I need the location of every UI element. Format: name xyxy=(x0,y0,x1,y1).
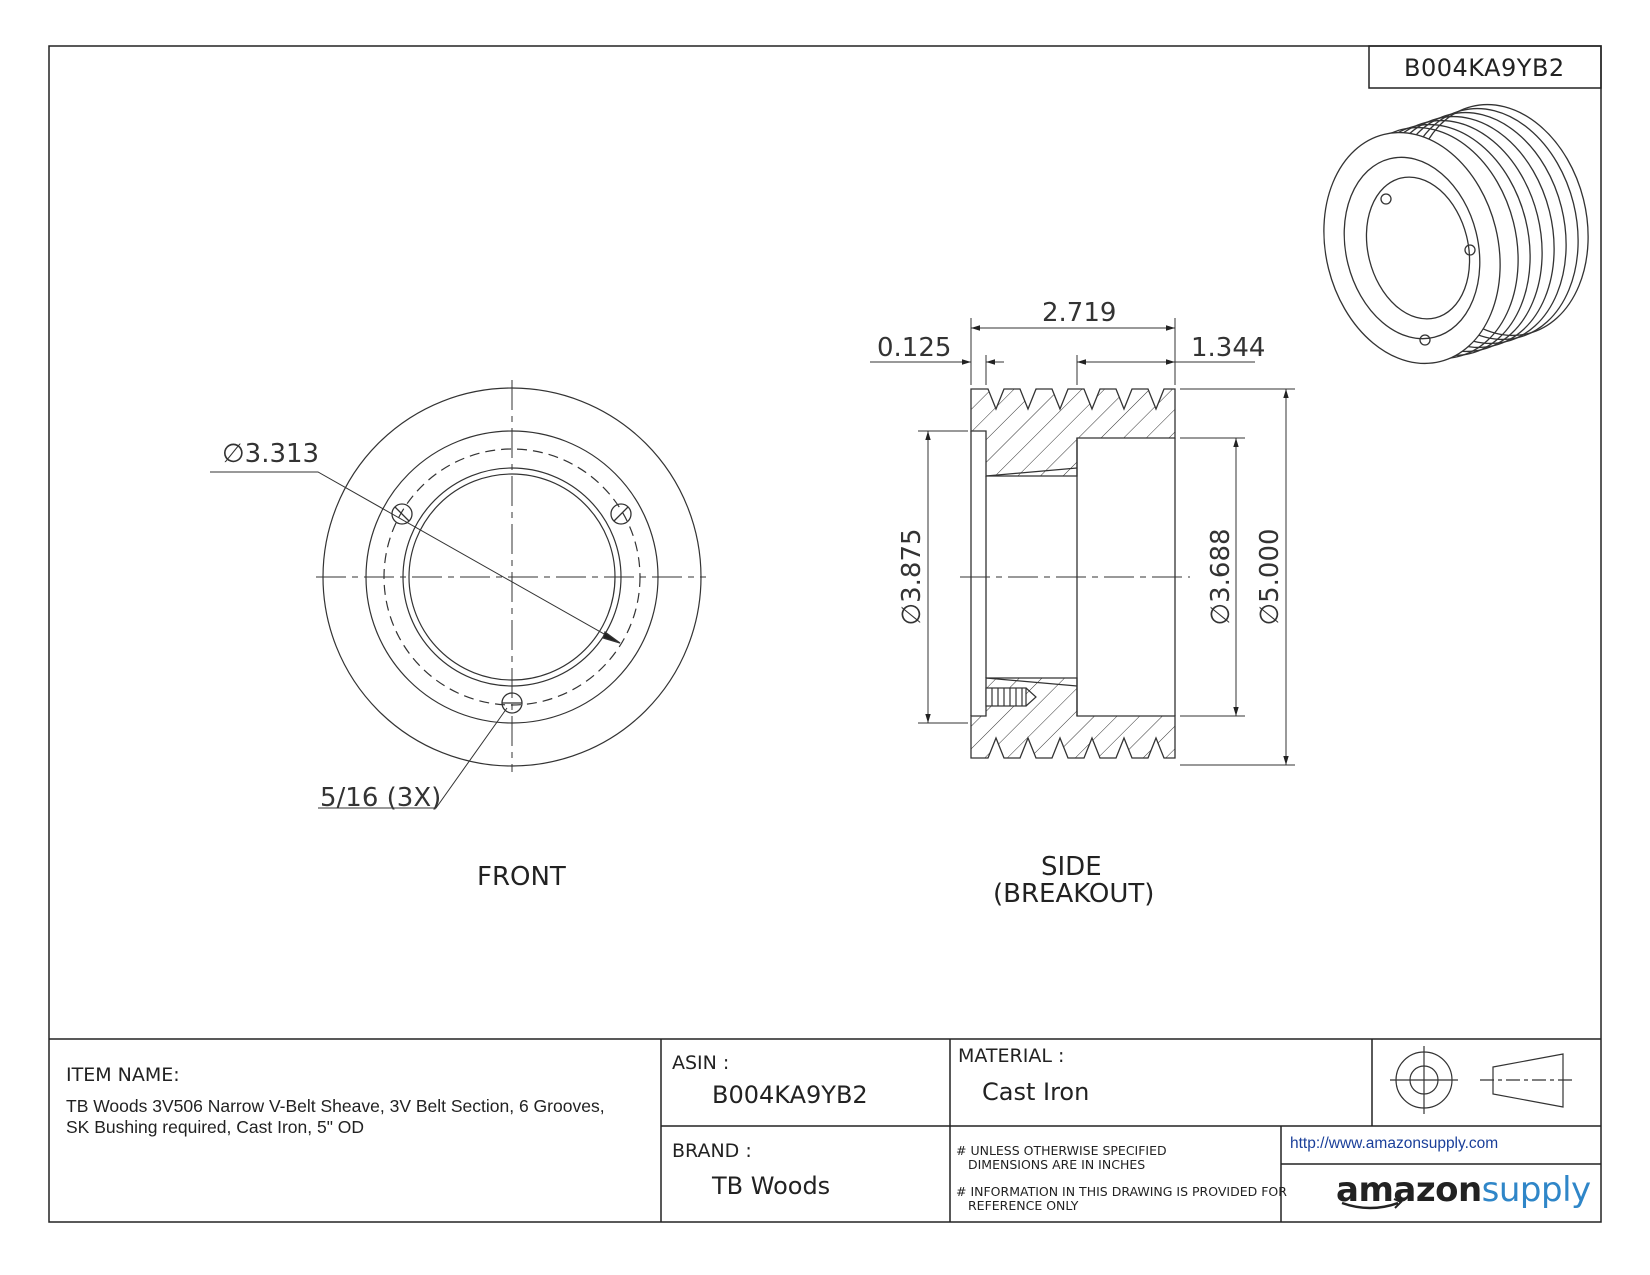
flange-step-dimension: 0.125 xyxy=(877,333,952,363)
overall-width-dimension: 2.719 xyxy=(1042,298,1117,328)
hub-length-dimension: 1.344 xyxy=(1191,333,1266,363)
material-label: MATERIAL : xyxy=(958,1045,1065,1067)
bolt-hole xyxy=(501,692,523,714)
bore-right-dimension: ∅3.688 xyxy=(1206,528,1236,625)
isometric-view xyxy=(1323,103,1589,365)
drawing-border xyxy=(48,45,1602,1223)
dimension-value: 3.688 xyxy=(1206,528,1236,603)
bore-left-dimension: ∅3.875 xyxy=(897,528,927,625)
diameter-symbol: ∅ xyxy=(1255,602,1285,626)
dimension-value: 3.313 xyxy=(244,439,320,469)
bolt-hole xyxy=(610,503,632,525)
diameter-symbol: ∅ xyxy=(897,602,927,626)
dimension-lines xyxy=(870,318,1295,766)
side-view xyxy=(960,388,1190,759)
hole-callout: 5/16 (3X) xyxy=(320,783,442,813)
section-top xyxy=(970,388,1176,477)
front-view xyxy=(210,380,706,809)
projection-symbol xyxy=(1390,1046,1576,1114)
logo-amazon: amazon xyxy=(1336,1170,1482,1210)
reference-note-line1: # INFORMATION IN THIS DRAWING IS PROVIDE… xyxy=(956,1184,1287,1199)
asin-label: ASIN : xyxy=(672,1052,730,1074)
side-view-sublabel: (BREAKOUT) xyxy=(993,879,1155,909)
item-name-label: ITEM NAME: xyxy=(66,1064,180,1086)
smile-icon xyxy=(1341,1201,1399,1210)
dimension-value: 3.875 xyxy=(897,528,927,603)
item-name: TB Woods 3V506 Narrow V-Belt Sheave, 3V … xyxy=(66,1096,605,1137)
amazonsupply-logo: amazonsupply xyxy=(1336,1170,1591,1210)
asin-value: B004KA9YB2 xyxy=(712,1081,868,1109)
part-number: B004KA9YB2 xyxy=(1404,54,1565,82)
bolt-circle-dimension: ∅3.313 xyxy=(222,439,319,469)
reference-note-line2: REFERENCE ONLY xyxy=(968,1198,1079,1213)
bolt-hole xyxy=(391,503,413,525)
set-screw xyxy=(985,687,1037,707)
outside-diameter-dimension: ∅5.000 xyxy=(1255,528,1285,625)
logo-supply: supply xyxy=(1481,1170,1592,1210)
units-note-line1: # UNLESS OTHERWISE SPECIFIED xyxy=(956,1143,1167,1158)
side-view-label: SIDE xyxy=(1041,852,1102,882)
website-link[interactable]: http://www.amazonsupply.com xyxy=(1290,1135,1499,1152)
diameter-symbol: ∅ xyxy=(1206,602,1236,626)
brand-value: TB Woods xyxy=(712,1172,831,1200)
front-view-label: FRONT xyxy=(477,862,566,892)
material-value: Cast Iron xyxy=(982,1078,1090,1106)
dimension-value: 5.000 xyxy=(1255,528,1285,603)
part-number-box xyxy=(1368,45,1602,89)
brand-label: BRAND : xyxy=(672,1140,752,1162)
title-block-lines xyxy=(49,1038,1601,1222)
diameter-symbol: ∅ xyxy=(222,439,245,469)
units-note-line2: DIMENSIONS ARE IN INCHES xyxy=(968,1157,1146,1172)
